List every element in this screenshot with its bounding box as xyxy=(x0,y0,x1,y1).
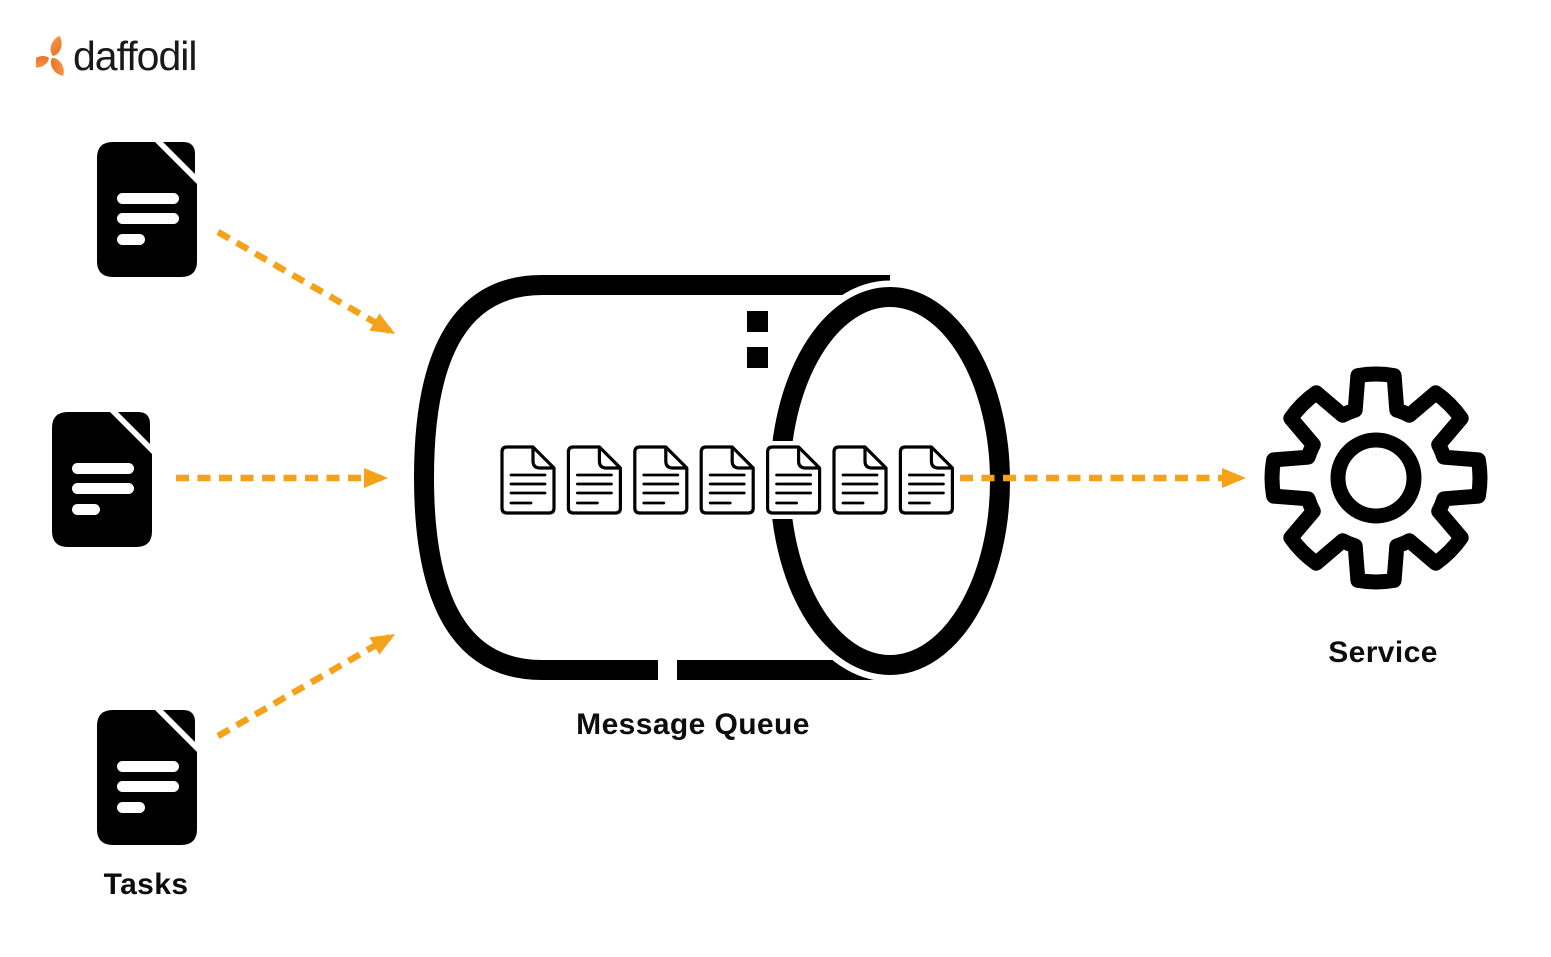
message-queue-cylinder xyxy=(413,275,1017,682)
message-document-icon xyxy=(768,447,820,513)
task-document-icon xyxy=(52,412,152,547)
task-document-icon xyxy=(97,710,197,845)
arrow-task1-to-queue xyxy=(216,229,396,334)
queue-items xyxy=(502,447,952,513)
logo-text: daffodil xyxy=(73,32,197,79)
message-document-icon xyxy=(701,447,753,513)
message-document-icon xyxy=(635,447,687,513)
gear-hub xyxy=(1330,432,1422,524)
flow-arrows xyxy=(176,229,1246,739)
gear-icon xyxy=(1264,366,1488,590)
message-document-icon xyxy=(900,447,952,513)
service-label: Service xyxy=(1328,636,1438,669)
message-document-icon xyxy=(502,447,554,513)
task-document-icon xyxy=(97,142,197,277)
queue-more-indicator-icon xyxy=(747,311,768,368)
message-document-icon xyxy=(834,447,886,513)
message-queue-label: Message Queue xyxy=(576,708,810,741)
message-document-icon xyxy=(568,447,620,513)
tasks-label: Tasks xyxy=(103,868,189,901)
daffodil-logo: daffodil xyxy=(36,32,197,80)
arrow-task3-to-queue xyxy=(216,634,396,739)
